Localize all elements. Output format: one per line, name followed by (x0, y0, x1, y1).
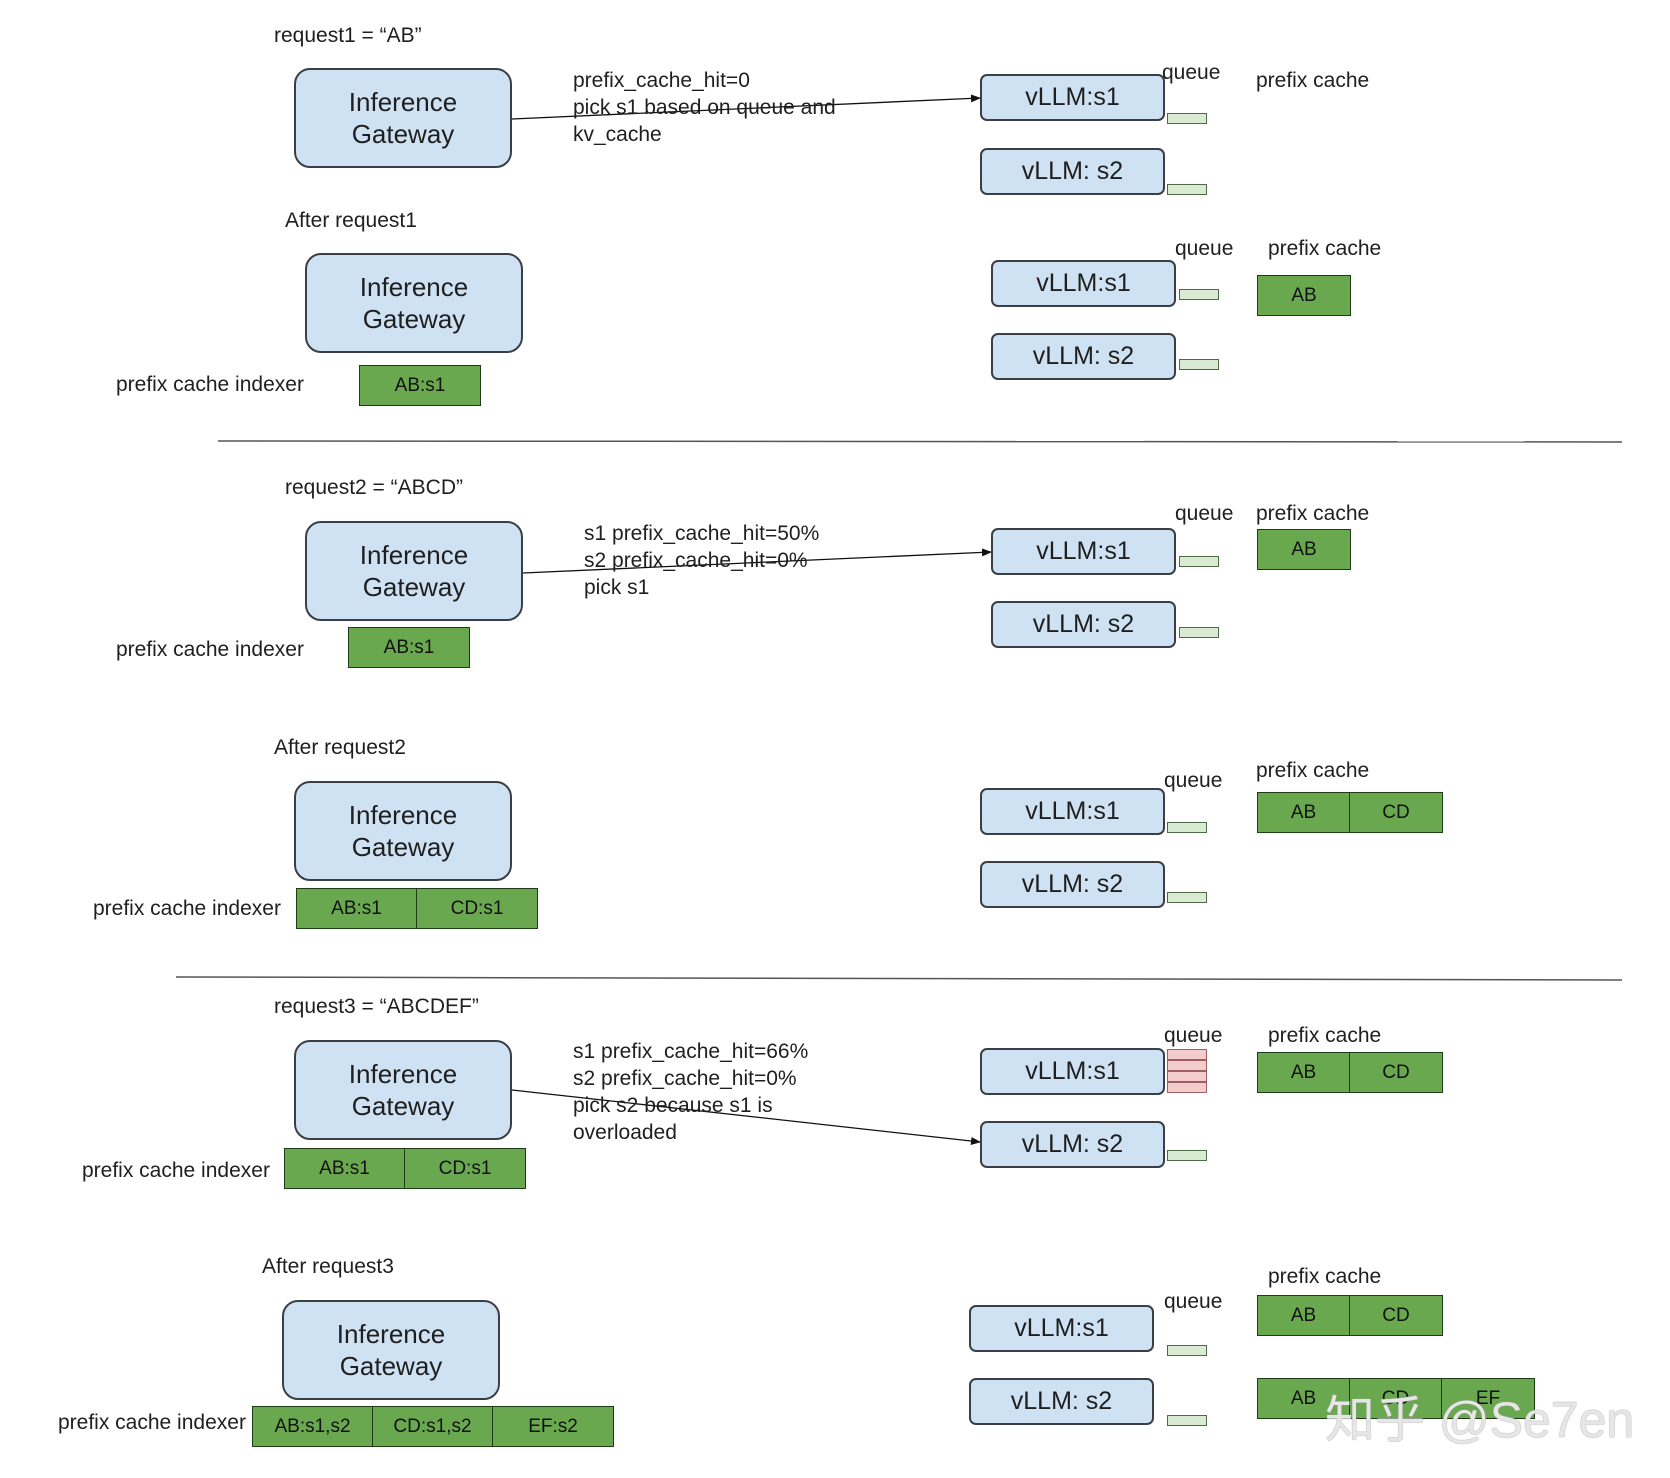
queue-slot-s1 (1179, 289, 1219, 300)
prefix-cache-block: CD (1350, 1053, 1442, 1092)
vllm-server-s1: vLLM:s1 (991, 260, 1176, 307)
prefix-cache-label: prefix cache (1268, 1024, 1382, 1047)
prefix-cache-block: AB (1258, 793, 1350, 832)
queue-slot-s1 (1167, 113, 1207, 124)
watermark: 知乎 @Se7en (1325, 1392, 1635, 1448)
prefix-cache-label: prefix cache (1268, 1265, 1382, 1288)
queue-label: queue (1164, 1024, 1223, 1047)
queue-label: queue (1175, 502, 1234, 525)
prefix-cache-block: AB (1258, 1053, 1350, 1092)
indexer-entry: CD:s1,s2 (373, 1407, 493, 1446)
queue-slot-s1 (1167, 822, 1207, 833)
vllm-server-s2: vLLM: s2 (980, 1121, 1165, 1168)
prefix-cache-indexer-label: prefix cache indexer (116, 638, 304, 661)
indexer-entry: AB:s1 (297, 889, 417, 928)
prefix-cache-block: CD (1350, 793, 1442, 832)
queue-label: queue (1175, 237, 1234, 260)
vllm-server-s1: vLLM:s1 (991, 528, 1176, 575)
prefix-cache-block: CD (1350, 1296, 1442, 1335)
prefix-cache-block: CD (1350, 1379, 1442, 1418)
queue-slot-s2 (1167, 1415, 1207, 1426)
section-title-request2: request2 = “ABCD” (285, 476, 463, 499)
queue-slot-s1 (1179, 556, 1219, 567)
divider-line-2 (175, 976, 1623, 981)
indexer-entry: CD:s1 (417, 889, 537, 928)
queue-slot-s2 (1167, 892, 1207, 903)
section-title-request1: request1 = “AB” (274, 24, 422, 47)
vllm-server-s2: vLLM: s2 (980, 861, 1165, 908)
queue-slot-s2 (1179, 627, 1219, 638)
indexer-entry: AB:s1 (360, 366, 480, 405)
prefix-cache-indexer-label: prefix cache indexer (116, 373, 304, 396)
indexer-entry: AB:s1 (349, 628, 469, 667)
routing-decision-note: prefix_cache_hit=0 pick s1 based on queu… (573, 69, 836, 146)
divider-line-1 (217, 440, 1623, 443)
inference-gateway-box: Inference Gateway (282, 1300, 500, 1400)
vllm-server-s2: vLLM: s2 (991, 333, 1176, 380)
section-title-request3: request3 = “ABCDEF” (274, 995, 479, 1018)
prefix-cache-indexer-label: prefix cache indexer (58, 1411, 246, 1434)
indexer-entry: AB:s1 (285, 1149, 405, 1188)
queue-slot-s1 (1167, 1345, 1207, 1356)
queue-label: queue (1162, 61, 1221, 84)
prefix-cache-label: prefix cache (1256, 759, 1370, 782)
queue-label: queue (1164, 769, 1223, 792)
prefix-cache-block: EF (1442, 1379, 1534, 1418)
vllm-server-s2: vLLM: s2 (969, 1378, 1154, 1425)
prefix-cache-block: AB (1258, 1296, 1350, 1335)
prefix-cache-block: AB (1258, 530, 1350, 569)
section-title-after-request2: After request2 (274, 736, 406, 759)
section-title-after-request3: After request3 (262, 1255, 394, 1278)
vllm-server-s1: vLLM:s1 (980, 788, 1165, 835)
indexer-entry: CD:s1 (405, 1149, 525, 1188)
section-title-after-request1: After request1 (285, 209, 417, 232)
vllm-server-s2: vLLM: s2 (991, 601, 1176, 648)
indexer-entry: EF:s2 (493, 1407, 613, 1446)
inference-gateway-box: Inference Gateway (294, 781, 512, 881)
inference-gateway-box: Inference Gateway (294, 1040, 512, 1140)
prefix-cache-s1: AB (1257, 529, 1351, 570)
queue-pending-slot (1167, 1071, 1207, 1082)
vllm-server-s1: vLLM:s1 (980, 74, 1165, 121)
prefix-cache-indexer-label: prefix cache indexer (93, 897, 281, 920)
prefix-cache-indexer-table: AB:s1 (348, 627, 470, 668)
queue-pending-slot (1167, 1060, 1207, 1071)
queue-pending-slot (1167, 1049, 1207, 1060)
vllm-server-s1: vLLM:s1 (969, 1305, 1154, 1352)
prefix-cache-indexer-table: AB:s1 (359, 365, 481, 406)
prefix-cache-label: prefix cache (1268, 237, 1382, 260)
prefix-cache-s1: AB (1257, 275, 1351, 316)
prefix-cache-indexer-label: prefix cache indexer (82, 1159, 270, 1182)
prefix-cache-label: prefix cache (1256, 502, 1370, 525)
vllm-server-s1: vLLM:s1 (980, 1048, 1165, 1095)
prefix-cache-block: AB (1258, 276, 1350, 315)
routing-decision-note: s1 prefix_cache_hit=50% s2 prefix_cache_… (584, 522, 820, 599)
queue-slot-s2 (1167, 1150, 1207, 1161)
queue-slot-s2 (1167, 184, 1207, 195)
queue-slot-s2 (1179, 359, 1219, 370)
prefix-cache-block: AB (1258, 1379, 1350, 1418)
routing-decision-note: s1 prefix_cache_hit=66% s2 prefix_cache_… (573, 1040, 809, 1144)
prefix-cache-label: prefix cache (1256, 69, 1370, 92)
indexer-entry: AB:s1,s2 (253, 1407, 373, 1446)
queue-pending-slot (1167, 1082, 1207, 1093)
inference-gateway-box: Inference Gateway (294, 68, 512, 168)
queue-label: queue (1164, 1290, 1223, 1313)
inference-gateway-box: Inference Gateway (305, 253, 523, 353)
vllm-server-s2: vLLM: s2 (980, 148, 1165, 195)
inference-gateway-box: Inference Gateway (305, 521, 523, 621)
